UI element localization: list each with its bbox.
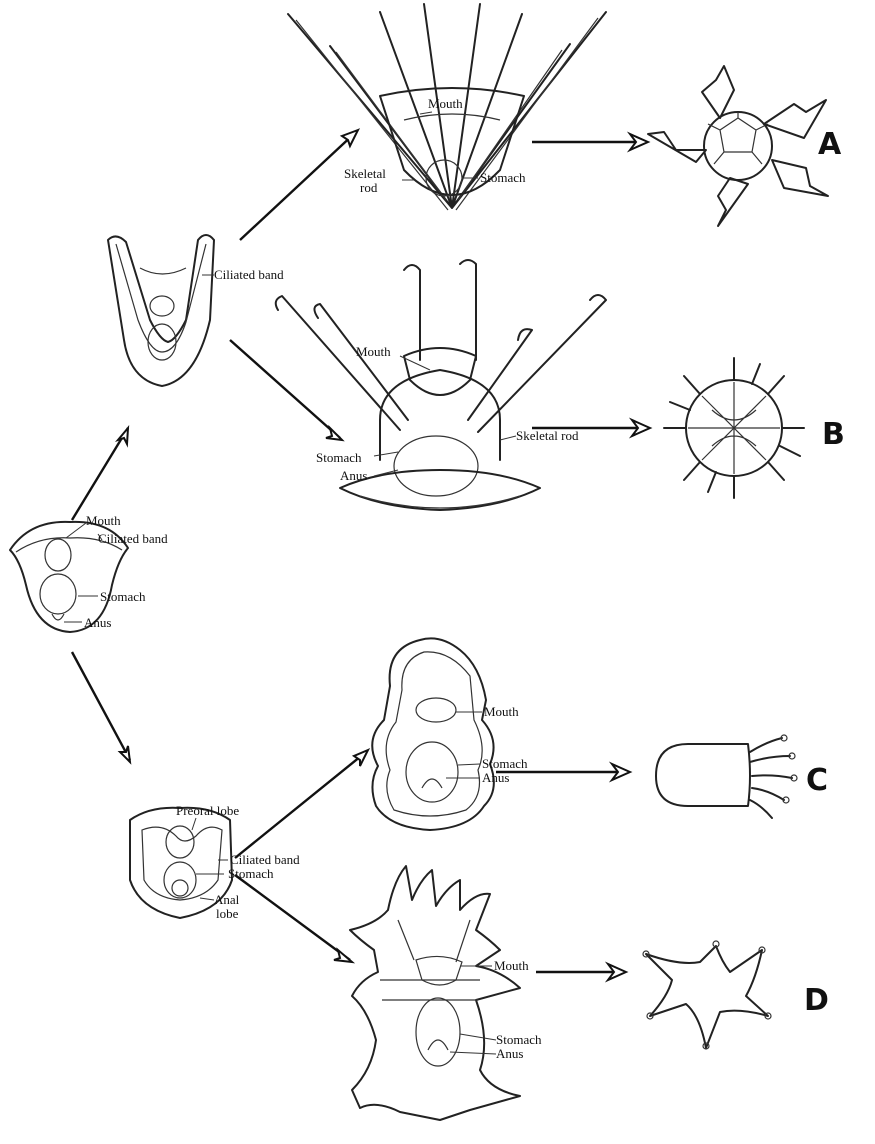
echinopluteus: Mouth Stomach Anus Skeletal rod [276, 260, 606, 510]
holothurian-larva-anus-label: Anus [482, 770, 509, 785]
adult-sea-urchin [664, 358, 804, 498]
bipinnaria-stomach-label: Stomach [496, 1032, 542, 1047]
arrow-to-adult-d [536, 964, 626, 980]
auricularia-stomach-label: Stomach [228, 866, 274, 881]
ophiopluteus: Mouth Skeletal rod Stomach [288, 4, 606, 210]
auricularia-anal-label: Anal [214, 892, 240, 907]
arrow-auricularia-upper [235, 750, 368, 858]
arrow-to-adult-a [532, 134, 648, 150]
ophiopluteus-rod-label: rod [360, 180, 378, 195]
bipinnaria-mouth-label: Mouth [494, 958, 529, 973]
young-pluteus-ciliated-band-label: Ciliated band [214, 267, 284, 282]
early-larva-anus-label: Anus [84, 615, 111, 630]
echinopluteus-stomach-label: Stomach [316, 450, 362, 465]
arrow-pluteus-to-ophiopluteus [240, 130, 358, 240]
holothurian-larva: Mouth Stomach Anus [372, 638, 528, 830]
adult-brittle-star [648, 66, 828, 226]
ophiopluteus-skeletal-label: Skeletal [344, 166, 386, 181]
adult-sea-cucumber [656, 735, 797, 818]
label-c: C [806, 763, 828, 798]
holothurian-larva-stomach-label: Stomach [482, 756, 528, 771]
auricularia-lobe-label: lobe [216, 906, 239, 921]
label-b: B [822, 417, 845, 452]
auricularia-ciliated-band-label: Ciliated band [230, 852, 300, 867]
bipinnaria: Mouth Stomach Anus [350, 866, 542, 1120]
echinopluteus-skeletal-rod-label: Skeletal rod [516, 428, 579, 443]
early-larva-ciliated-band-label: Ciliated band [98, 531, 168, 546]
early-larva: Mouth Ciliated band Stomach Anus [10, 513, 168, 632]
ophiopluteus-mouth-label: Mouth [428, 96, 463, 111]
arrow-gastrula-to-auricularia [72, 652, 130, 762]
adult-starfish [643, 941, 771, 1049]
bipinnaria-anus-label: Anus [496, 1046, 523, 1061]
ophiopluteus-stomach-label: Stomach [480, 170, 526, 185]
early-larva-stomach-label: Stomach [100, 589, 146, 604]
arrow-pluteus-to-echinopluteus [230, 340, 342, 440]
auricularia-preoral-lobe-label: Preoral lobe [176, 803, 239, 818]
echinopluteus-anus-label: Anus [340, 468, 367, 483]
early-larva-mouth-label: Mouth [86, 513, 121, 528]
label-d: D [804, 983, 829, 1018]
arrow-gastrula-to-pluteus [72, 428, 128, 520]
arrow-auricularia-lower [235, 875, 352, 962]
label-a: A [818, 127, 842, 162]
echinopluteus-mouth-label: Mouth [356, 344, 391, 359]
holothurian-larva-mouth-label: Mouth [484, 704, 519, 719]
